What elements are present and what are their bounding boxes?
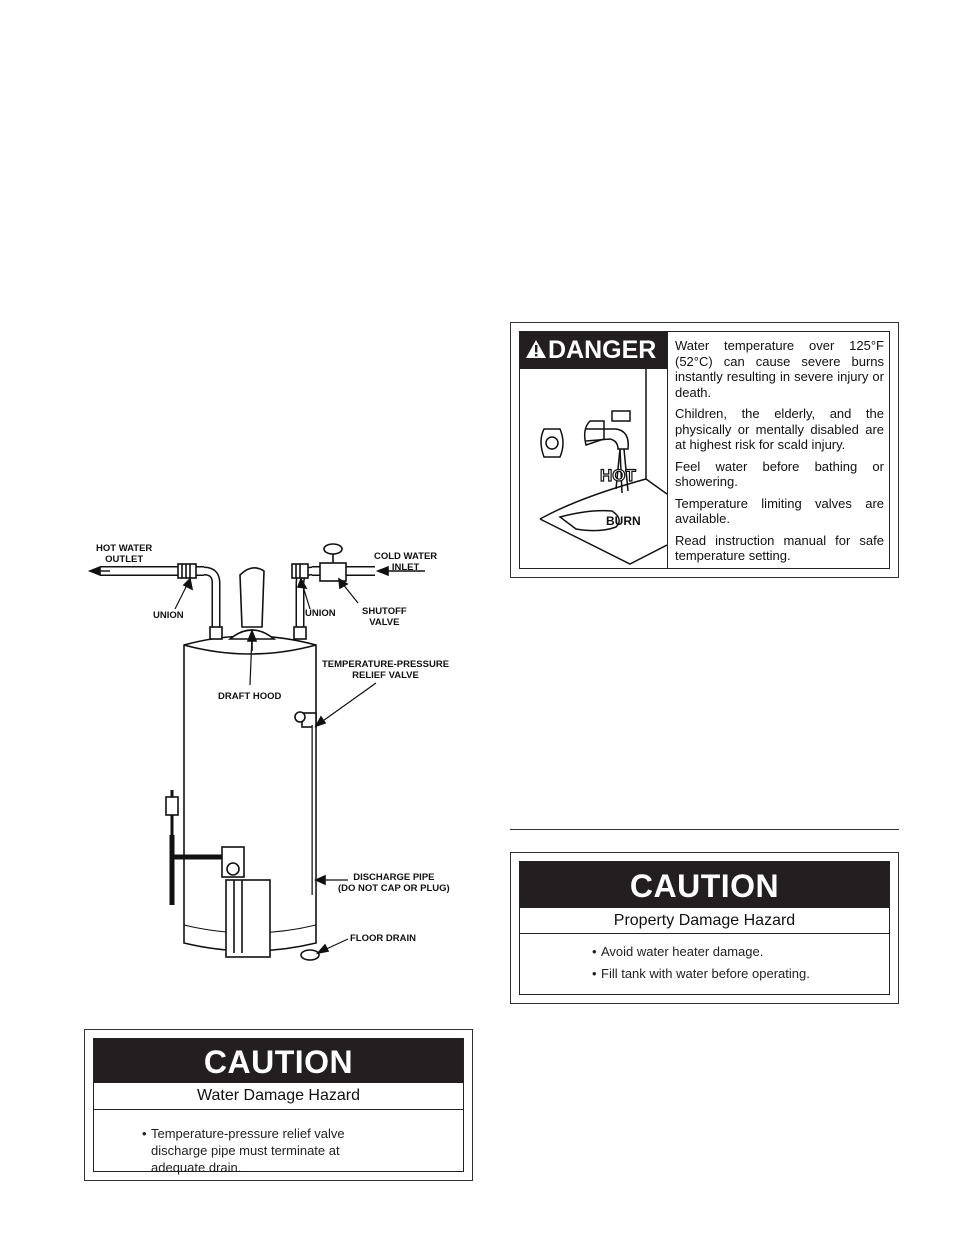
caution-subheading: Property Damage Hazard xyxy=(520,908,889,934)
danger-scald-panel: DANGER xyxy=(510,322,899,578)
union-left-label: UNION xyxy=(153,610,184,621)
danger-text-column: Water temperature over 125°F (52°C) can … xyxy=(675,338,884,570)
danger-paragraph: Read instruction manual for safe tempera… xyxy=(675,532,884,564)
scalding-faucet-illustration: HOT BURN xyxy=(539,369,667,565)
danger-paragraph: Temperature limiting valves are availabl… xyxy=(675,495,884,527)
union-right-label: UNION xyxy=(305,608,336,619)
warning-triangle-icon xyxy=(526,340,546,358)
section-divider xyxy=(510,829,899,830)
caution-water-damage-panel: CAUTION Water Damage Hazard Temperature-… xyxy=(84,1029,473,1181)
bullet-item: Avoid water heater damage. xyxy=(592,941,852,963)
bullet-item: Temperature-pressure relief valve discha… xyxy=(142,1125,382,1176)
caution-property-bullets: Avoid water heater damage. Fill tank wit… xyxy=(592,941,852,985)
caution-water-bullets: Temperature-pressure relief valve discha… xyxy=(142,1125,382,1176)
caution-heading: CAUTION xyxy=(520,862,889,908)
danger-heading: DANGER xyxy=(520,332,667,369)
floor-drain-label: FLOOR DRAIN xyxy=(350,933,416,944)
caution-heading: CAUTION xyxy=(94,1039,463,1083)
discharge-pipe-label: DISCHARGE PIPE(DO NOT CAP OR PLUG) xyxy=(338,872,450,894)
danger-paragraph: Children, the elderly, and the physicall… xyxy=(675,406,884,452)
draft-hood-label: DRAFT HOOD xyxy=(218,691,282,702)
caution-property-damage-panel: CAUTION Property Damage Hazard Avoid wat… xyxy=(510,852,899,1004)
caution-subheading: Water Damage Hazard xyxy=(94,1083,463,1110)
danger-illustration-area: DANGER xyxy=(520,332,668,568)
danger-paragraph: Feel water before bathing or showering. xyxy=(675,458,884,490)
bullet-item: Fill tank with water before operating. xyxy=(592,963,852,985)
water-heater-illustration xyxy=(87,543,425,961)
danger-paragraph: Water temperature over 125°F (52°C) can … xyxy=(675,338,884,400)
hot-word: HOT xyxy=(600,466,637,485)
burn-word: BURN xyxy=(606,514,641,528)
